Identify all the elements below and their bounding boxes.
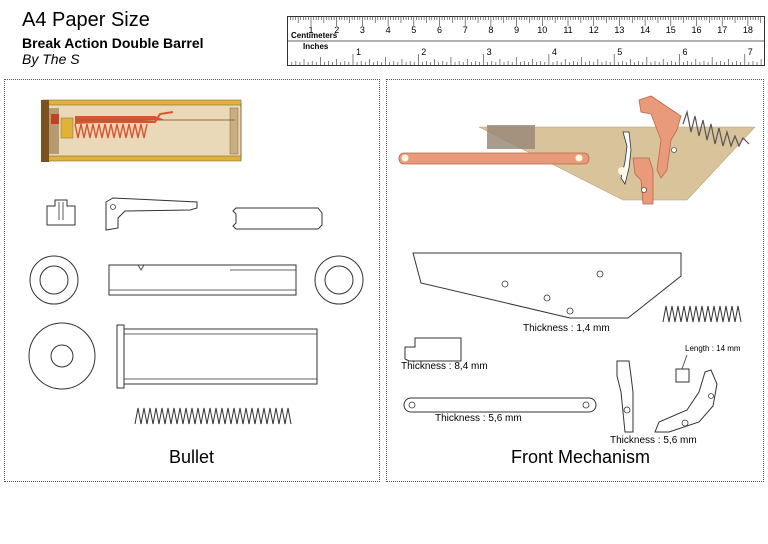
inch-label: 7: [748, 47, 753, 57]
washer-left: [29, 255, 79, 305]
latch-pin: [616, 360, 634, 433]
inch-label: 2: [421, 47, 426, 57]
inch-label: 6: [683, 47, 688, 57]
cm-label: 3: [360, 25, 365, 35]
rod-thickness-label: Thickness : 5,6 mm: [435, 413, 522, 424]
cm-label: 1: [308, 25, 313, 35]
header-title: A4 Paper Size: [22, 9, 150, 31]
bullet-spring: [134, 407, 292, 425]
length-square: [675, 368, 690, 383]
header-author: By The S: [22, 51, 80, 67]
inch-ticks: 1 2 3 4 5 6 7: [291, 47, 762, 65]
bullet-caption: Bullet: [169, 447, 215, 467]
plunger-part: [232, 207, 323, 230]
bullet-spring-red: [74, 123, 148, 139]
cm-label: 11: [563, 25, 572, 35]
firing-pin-part: [46, 199, 76, 226]
cm-label: 6: [437, 25, 442, 35]
block-thickness-label: Thickness : 8,4 mm: [401, 361, 488, 372]
inch-label: 3: [487, 47, 492, 57]
side-plate: [412, 252, 682, 319]
outer-shell: [116, 324, 318, 389]
front-mechanism-parts: [398, 95, 756, 433]
header-subtitle: Break Action Double Barrel: [22, 35, 204, 51]
inch-label: 1: [356, 47, 361, 57]
length-label: Length : 14 mm: [685, 344, 741, 353]
plate-thickness-label: Thickness : 1,4 mm: [523, 323, 610, 334]
inches-label: Inches: [303, 42, 329, 51]
cm-label: 14: [640, 25, 650, 35]
front-mechanism-caption: Front Mechanism: [511, 447, 651, 467]
inner-tube: [108, 264, 297, 296]
washer-right: [314, 255, 364, 305]
release-lever: [654, 369, 718, 433]
mechanism-spring: [662, 305, 742, 323]
cm-label: 13: [614, 25, 624, 35]
hammer-part: [105, 197, 198, 231]
cm-label: 4: [386, 25, 391, 35]
cm-label: 16: [691, 25, 701, 35]
cm-label: 10: [537, 25, 547, 35]
cm-label: 8: [488, 25, 493, 35]
bullet-panel: Bullet: [4, 79, 380, 482]
cm-label: 5: [411, 25, 416, 35]
locking-block: [404, 337, 462, 362]
cm-label: 7: [463, 25, 468, 35]
cm-label: 2: [334, 25, 339, 35]
lever-thickness-label: Thickness : 5,6 mm: [610, 435, 697, 446]
inch-label: 4: [552, 47, 557, 57]
cm-label: 15: [666, 25, 676, 35]
end-cap: [28, 322, 96, 390]
cm-label: 12: [589, 25, 599, 35]
cm-label: 18: [743, 25, 753, 35]
front-mechanism-panel: Thickness : 1,4 mm Thickness : 8,4 mm Th…: [386, 79, 764, 482]
inch-label: 5: [617, 47, 622, 57]
bullet-assembly: [41, 99, 242, 162]
mechanism-assembly: [398, 95, 756, 205]
cm-label: 9: [514, 25, 519, 35]
centimeters-label: Centimeters: [291, 31, 338, 40]
connecting-rod: [403, 397, 597, 413]
bullet-parts: [28, 99, 364, 425]
cm-label: 17: [717, 25, 727, 35]
